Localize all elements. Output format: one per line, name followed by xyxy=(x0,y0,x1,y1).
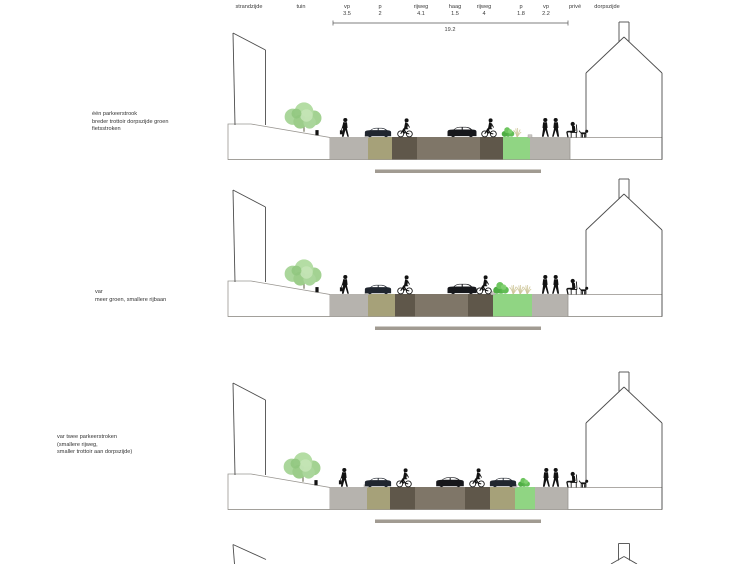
strip-vp-links xyxy=(330,294,368,317)
bench-figure xyxy=(565,278,589,295)
strip-groenstrook xyxy=(493,294,532,317)
car-figure xyxy=(447,126,477,138)
building-line xyxy=(585,36,625,74)
building-line xyxy=(623,556,638,564)
strip-p-links xyxy=(367,487,390,510)
building-line xyxy=(610,556,625,564)
building-line xyxy=(585,193,625,231)
person-bag-figure xyxy=(340,118,349,137)
cyclist-figure xyxy=(481,117,497,138)
strip-fietsstrook-rechts xyxy=(468,294,493,317)
section-2 xyxy=(227,178,663,330)
bin-figure xyxy=(314,480,318,486)
person-bag-figure xyxy=(339,468,348,487)
dune-ground-block xyxy=(227,280,331,317)
car-parked-figure xyxy=(364,284,392,295)
grass-figure xyxy=(523,284,532,295)
grass-figure xyxy=(509,284,518,295)
bush-figure xyxy=(501,127,515,137)
person-figure xyxy=(552,117,560,137)
bench-figure xyxy=(565,471,589,488)
section-1 xyxy=(227,21,663,173)
strip-groenstrook xyxy=(515,487,535,510)
grass-figure xyxy=(516,284,525,295)
strip-vp-rechts xyxy=(535,487,568,510)
dune-ground-block xyxy=(227,473,331,510)
bin-figure xyxy=(315,130,319,136)
strip-vp-links xyxy=(330,137,368,160)
building-line xyxy=(623,386,663,424)
person-bag-figure xyxy=(340,275,349,294)
village-ground-block xyxy=(567,294,663,317)
cyclist-figure xyxy=(476,274,492,295)
cyclist-figure xyxy=(397,274,413,295)
person-figure xyxy=(552,467,560,487)
person-figure xyxy=(542,467,550,487)
building-line xyxy=(232,32,266,51)
car-parked-figure xyxy=(489,477,517,488)
strip-fietsstrook-rechts xyxy=(480,137,503,160)
strip-fietsstrook-links xyxy=(390,487,415,510)
section-4-partial xyxy=(232,543,638,564)
person-figure xyxy=(541,274,549,294)
tree-figure xyxy=(283,451,322,483)
strip-fietsstrook-rechts xyxy=(465,487,490,510)
bush-figure xyxy=(493,282,509,294)
bin-figure xyxy=(315,287,319,293)
village-ground-block xyxy=(569,137,663,160)
person-figure xyxy=(552,274,560,294)
road-foundation-bar xyxy=(375,519,541,523)
village-ground-block xyxy=(567,487,663,510)
bench-figure xyxy=(565,121,589,138)
cyclist-figure xyxy=(397,117,413,138)
building-line xyxy=(232,382,236,476)
section-3 xyxy=(227,371,663,523)
strip-vp-rechts xyxy=(530,137,570,160)
cyclist-figure xyxy=(469,467,485,488)
building-line xyxy=(232,544,235,564)
car-figure xyxy=(447,283,477,295)
strip-p-groen xyxy=(503,137,530,160)
tree-figure xyxy=(284,101,323,133)
building-line xyxy=(232,544,267,560)
person-figure xyxy=(541,117,549,137)
car-figure xyxy=(436,477,464,488)
building-line xyxy=(623,36,663,74)
strip-p-rechts xyxy=(490,487,515,510)
dune-ground-block xyxy=(227,123,331,160)
building-line xyxy=(585,386,625,424)
building-line xyxy=(232,32,236,126)
road-foundation-bar xyxy=(375,169,541,173)
cyclist-figure xyxy=(396,467,412,488)
grass-figure xyxy=(513,127,522,138)
building-line xyxy=(232,189,236,283)
bush-figure xyxy=(518,477,530,487)
strip-p-links xyxy=(368,137,392,160)
strip-fietsstrook-links xyxy=(395,294,415,317)
strip-fietsstrook-links xyxy=(392,137,417,160)
strip-rijweg xyxy=(415,294,468,317)
strip-rijweg xyxy=(415,487,465,510)
strip-rijweg xyxy=(417,137,480,160)
building-line xyxy=(232,189,266,208)
strip-vp-rechts xyxy=(532,294,568,317)
strip-vp-links xyxy=(330,487,367,510)
building-line xyxy=(232,382,266,401)
tree-figure xyxy=(284,258,323,290)
car-parked-figure xyxy=(364,127,392,138)
car-parked-figure xyxy=(364,477,392,488)
building-line xyxy=(623,193,663,231)
strip-p-links xyxy=(368,294,395,317)
road-foundation-bar xyxy=(375,326,541,330)
curb-stone xyxy=(527,134,533,139)
